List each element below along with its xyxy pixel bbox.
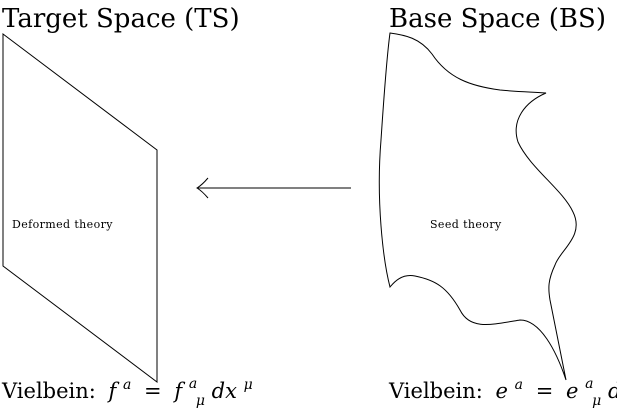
base-formula-eq: =: [536, 379, 554, 403]
base-formula-rhs-sub: μ: [592, 393, 601, 409]
base-vielbein-formula: Vielbein: e a = e a μ dx μ: [388, 369, 617, 410]
target-space-parallelogram: [2, 32, 158, 384]
target-formula-prefix: Vielbein:: [1, 379, 96, 403]
mapping-arrow: [196, 177, 351, 199]
target-vielbein-formula: Vielbein: f a = f a μ dx μ: [1, 369, 253, 410]
target-formula-rhs-sup: a: [189, 376, 197, 392]
target-formula-lhs-sup: a: [123, 377, 131, 393]
deformed-theory-label: Deformed theory: [12, 218, 113, 231]
target-formula-eq: =: [144, 379, 162, 403]
base-formula-tail: dx: [608, 379, 617, 403]
base-formula-prefix: Vielbein:: [388, 379, 483, 403]
base-formula-rhs-sup: a: [585, 376, 593, 392]
target-formula-tail: dx: [212, 379, 237, 403]
target-space-title: Target Space (TS): [2, 4, 240, 34]
base-formula-lhs-sup: a: [515, 377, 523, 393]
target-formula-lhs: f: [107, 379, 120, 403]
base-formula-rhs-base: e: [566, 379, 578, 403]
base-space-title: Base Space (BS): [389, 4, 606, 34]
target-formula-tail-sup: μ: [244, 377, 253, 393]
arrow-head: [196, 177, 209, 199]
target-formula-rhs-base: f: [172, 379, 185, 403]
base-formula-lhs: e: [496, 379, 508, 403]
target-formula-rhs-sub: μ: [196, 393, 205, 409]
base-space-panel: Base Space (BS) Seed theory Vielbein: e …: [378, 4, 617, 410]
seed-theory-label: Seed theory: [430, 218, 502, 231]
base-space-blob: [378, 32, 577, 381]
target-space-panel: Target Space (TS) Deformed theory Vielbe…: [1, 4, 253, 410]
